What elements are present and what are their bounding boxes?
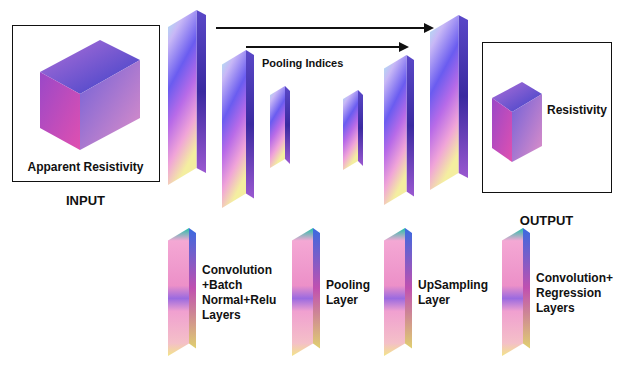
layer-slab xyxy=(384,228,412,356)
input-cube xyxy=(40,40,140,150)
output-box: ResistivityOUTPUT xyxy=(482,42,612,193)
box-label: Resistivity xyxy=(547,103,607,118)
box-label: Apparent Resistivity xyxy=(27,160,143,175)
legend-label: Pooling Layer xyxy=(326,278,376,308)
layer-slab xyxy=(168,10,206,185)
pooling-indices-label: Pooling Indices xyxy=(262,57,343,71)
input-box: Apparent ResistivityINPUT xyxy=(12,25,160,182)
input-heading: INPUT xyxy=(66,193,105,209)
layer-slab xyxy=(430,15,468,190)
layer-slab xyxy=(343,90,363,170)
skip-arrow xyxy=(216,27,432,29)
layer-slab xyxy=(292,228,320,356)
skip-arrow xyxy=(246,46,407,48)
output-heading: OUTPUT xyxy=(520,213,573,229)
legend-label: Convolution +Batch Normal+Relu Layers xyxy=(202,263,284,323)
legend-label: Convolution+ Regression Layers xyxy=(536,271,620,316)
layer-slab xyxy=(384,55,414,205)
layer-slab xyxy=(502,228,530,356)
layer-slab xyxy=(168,228,196,356)
layer-slab xyxy=(222,50,254,208)
layer-slab xyxy=(270,86,290,168)
legend-label: UpSampling Layer xyxy=(418,278,494,308)
output-cube xyxy=(492,82,542,162)
layer-slabs xyxy=(168,10,468,208)
